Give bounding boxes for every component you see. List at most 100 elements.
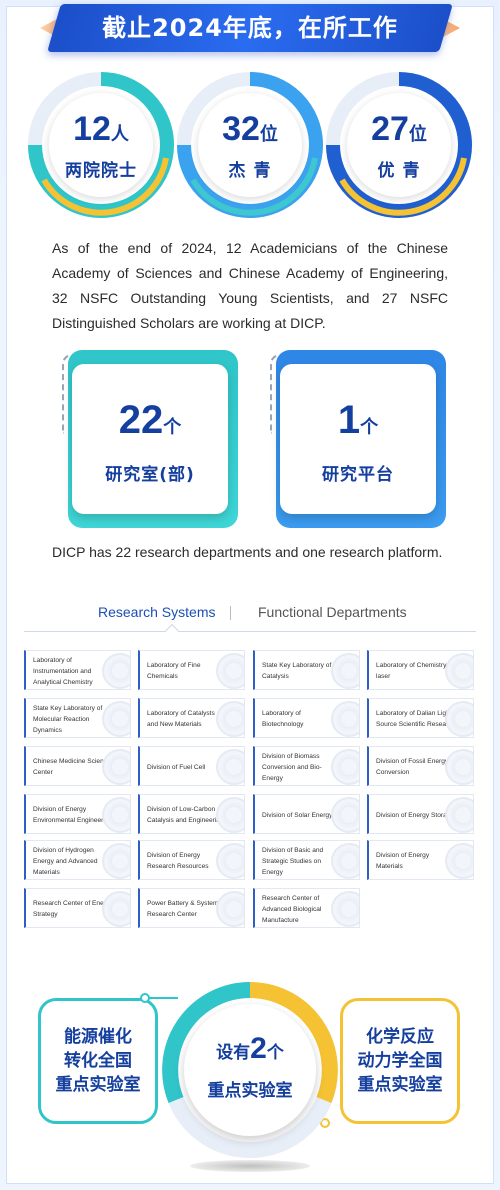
department-name: Division of Biomass Conversion and Bio-E… [262,752,322,782]
key-labs-center: 设有2个 重点实验室 [160,980,340,1160]
stat-number: 32位 [222,110,278,148]
stat-caption: 杰 青 [228,161,272,181]
institute-seal-icon [445,653,473,689]
institute-seal-icon [216,891,244,927]
institute-seal-icon [331,891,359,927]
departments-description: DICP has 22 research departments and one… [52,544,443,560]
department-item[interactable]: Division of Fossil Energy Conversion [367,746,474,786]
department-name: Division of Basic and Strategic Studies … [262,846,324,876]
institute-seal-icon [102,749,130,785]
institute-seal-icon [331,749,359,785]
department-item[interactable]: Division of Energy Research Resources [138,840,245,880]
department-name: Division of Low-Carbon Catalysis and Eng… [147,806,224,824]
tab-research-systems[interactable]: Research Systems [98,604,216,620]
department-item[interactable]: Laboratory of Dalian Light Source Scient… [367,698,474,738]
department-item[interactable]: Laboratory of Catalysts and New Material… [138,698,245,738]
department-name: Division of Fuel Cell [147,763,206,771]
center-ring [162,982,338,1158]
department-name: Laboratory of Dalian Light Source Scient… [376,710,456,728]
center-caption: 重点实验室 [207,1081,293,1101]
institute-seal-icon [445,749,473,785]
department-item[interactable]: Laboratory of Fine Chemicals [138,650,245,690]
institute-seal-icon [445,701,473,737]
department-name: State Key Laboratory of Molecular Reacti… [33,704,103,734]
tab-bar: Research Systems Functional Departments [24,600,476,639]
center-count: 设有2个 [216,1032,284,1065]
department-item[interactable]: State Key Laboratory of Catalysis [253,650,360,690]
tab-separator [230,606,231,620]
lab-name-line: 能源催化 [64,1027,132,1047]
stat-number: 12人 [73,110,129,148]
headline-banner: 截止2024年底，在所工作 [40,4,460,52]
department-item[interactable]: Research Center of Advanced Biological M… [253,888,360,928]
lab-name-line: 化学反应 [366,1027,434,1047]
institute-seal-icon [216,701,244,737]
department-name: Laboratory of Biotechnology [262,710,304,728]
banner-title: 截止2024年底，在所工作 [102,14,398,42]
department-name: Research Center of Energy Strategy [33,900,113,918]
institute-seal-icon [445,797,473,833]
department-name: State Key Laboratory of Catalysis [262,662,332,680]
card-research-platform: 1个 研究平台 [266,350,446,532]
department-item[interactable]: Division of Energy Storage [367,794,474,834]
stat-caption: 两院院士 [65,161,137,181]
card-caption: 研究平台 [322,465,394,485]
institute-seal-icon [216,797,244,833]
institute-seal-icon [102,843,130,879]
department-item[interactable]: Power Battery & System Research Center [138,888,245,928]
department-item[interactable]: Laboratory of Chemistry laser [367,650,474,690]
institute-seal-icon [331,701,359,737]
department-item[interactable]: State Key Laboratory of Molecular Reacti… [24,698,131,738]
department-item[interactable]: Chinese Medicine Science Center [24,746,131,786]
card-research-departments: 22个 研究室(部) [58,350,238,532]
department-name: Division of Energy Research Resources [147,852,209,870]
card-number: 1个 [337,398,379,442]
lab-name-line: 转化全国 [64,1051,132,1071]
institute-seal-icon [216,843,244,879]
connector-line [148,997,178,999]
institute-seal-icon [331,653,359,689]
stat-caption: 优 青 [377,161,421,181]
stat-academicians: 12人 两院院士 [26,70,176,220]
card-front-panel: 22个 研究室(部) [72,364,228,514]
department-name: Division of Energy Materials [376,852,430,870]
department-name: Laboratory of Fine Chemicals [147,662,201,680]
lab-energy-catalysis: 能源催化 转化全国 重点实验室 [38,998,158,1124]
department-item[interactable]: Laboratory of Instrumentation and Analyt… [24,650,131,690]
department-name: Division of Energy Storage [376,811,455,819]
department-item[interactable]: Division of Basic and Strategic Studies … [253,840,360,880]
department-item[interactable]: Research Center of Energy Strategy [24,888,131,928]
institute-seal-icon [331,843,359,879]
department-item[interactable]: Division of Low-Carbon Catalysis and Eng… [138,794,245,834]
department-item[interactable]: Division of Energy Environmental Enginee… [24,794,131,834]
department-name: Power Battery & System Research Center [147,900,219,918]
stat-ring [177,72,323,218]
institute-seal-icon [445,843,473,879]
talent-description: As of the end of 2024, 12 Academicians o… [52,240,448,331]
center-shadow [190,1160,310,1172]
stat-number: 27位 [371,110,427,148]
department-item[interactable]: Division of Hydrogen Energy and Advanced… [24,840,131,880]
institute-seal-icon [331,797,359,833]
department-item[interactable]: Division of Energy Materials [367,840,474,880]
department-name: Laboratory of Instrumentation and Analyt… [33,656,93,686]
card-front-panel: 1个 研究平台 [280,364,436,514]
stat-outstanding-young: 32位 杰 青 [175,70,325,220]
institute-seal-icon [102,797,130,833]
lab-name-line: 动力学全国 [357,1051,443,1071]
institute-seal-icon [216,749,244,785]
lab-reaction-dynamics: 化学反应 动力学全国 重点实验室 [340,998,460,1124]
department-name: Chinese Medicine Science Center [33,758,111,776]
department-name: Division of Fossil Energy Conversion [376,758,449,776]
department-item[interactable]: Laboratory of Biotechnology [253,698,360,738]
department-item[interactable]: Division of Fuel Cell [138,746,245,786]
institute-seal-icon [216,653,244,689]
department-name: Division of Solar Energy [262,811,333,819]
department-name: Research Center of Advanced Biological M… [262,894,322,924]
department-item[interactable]: Division of Solar Energy [253,794,360,834]
department-name: Division of Energy Environmental Enginee… [33,806,113,824]
stat-ring [326,72,472,218]
tab-functional-departments[interactable]: Functional Departments [258,604,407,620]
department-item[interactable]: Division of Biomass Conversion and Bio-E… [253,746,360,786]
